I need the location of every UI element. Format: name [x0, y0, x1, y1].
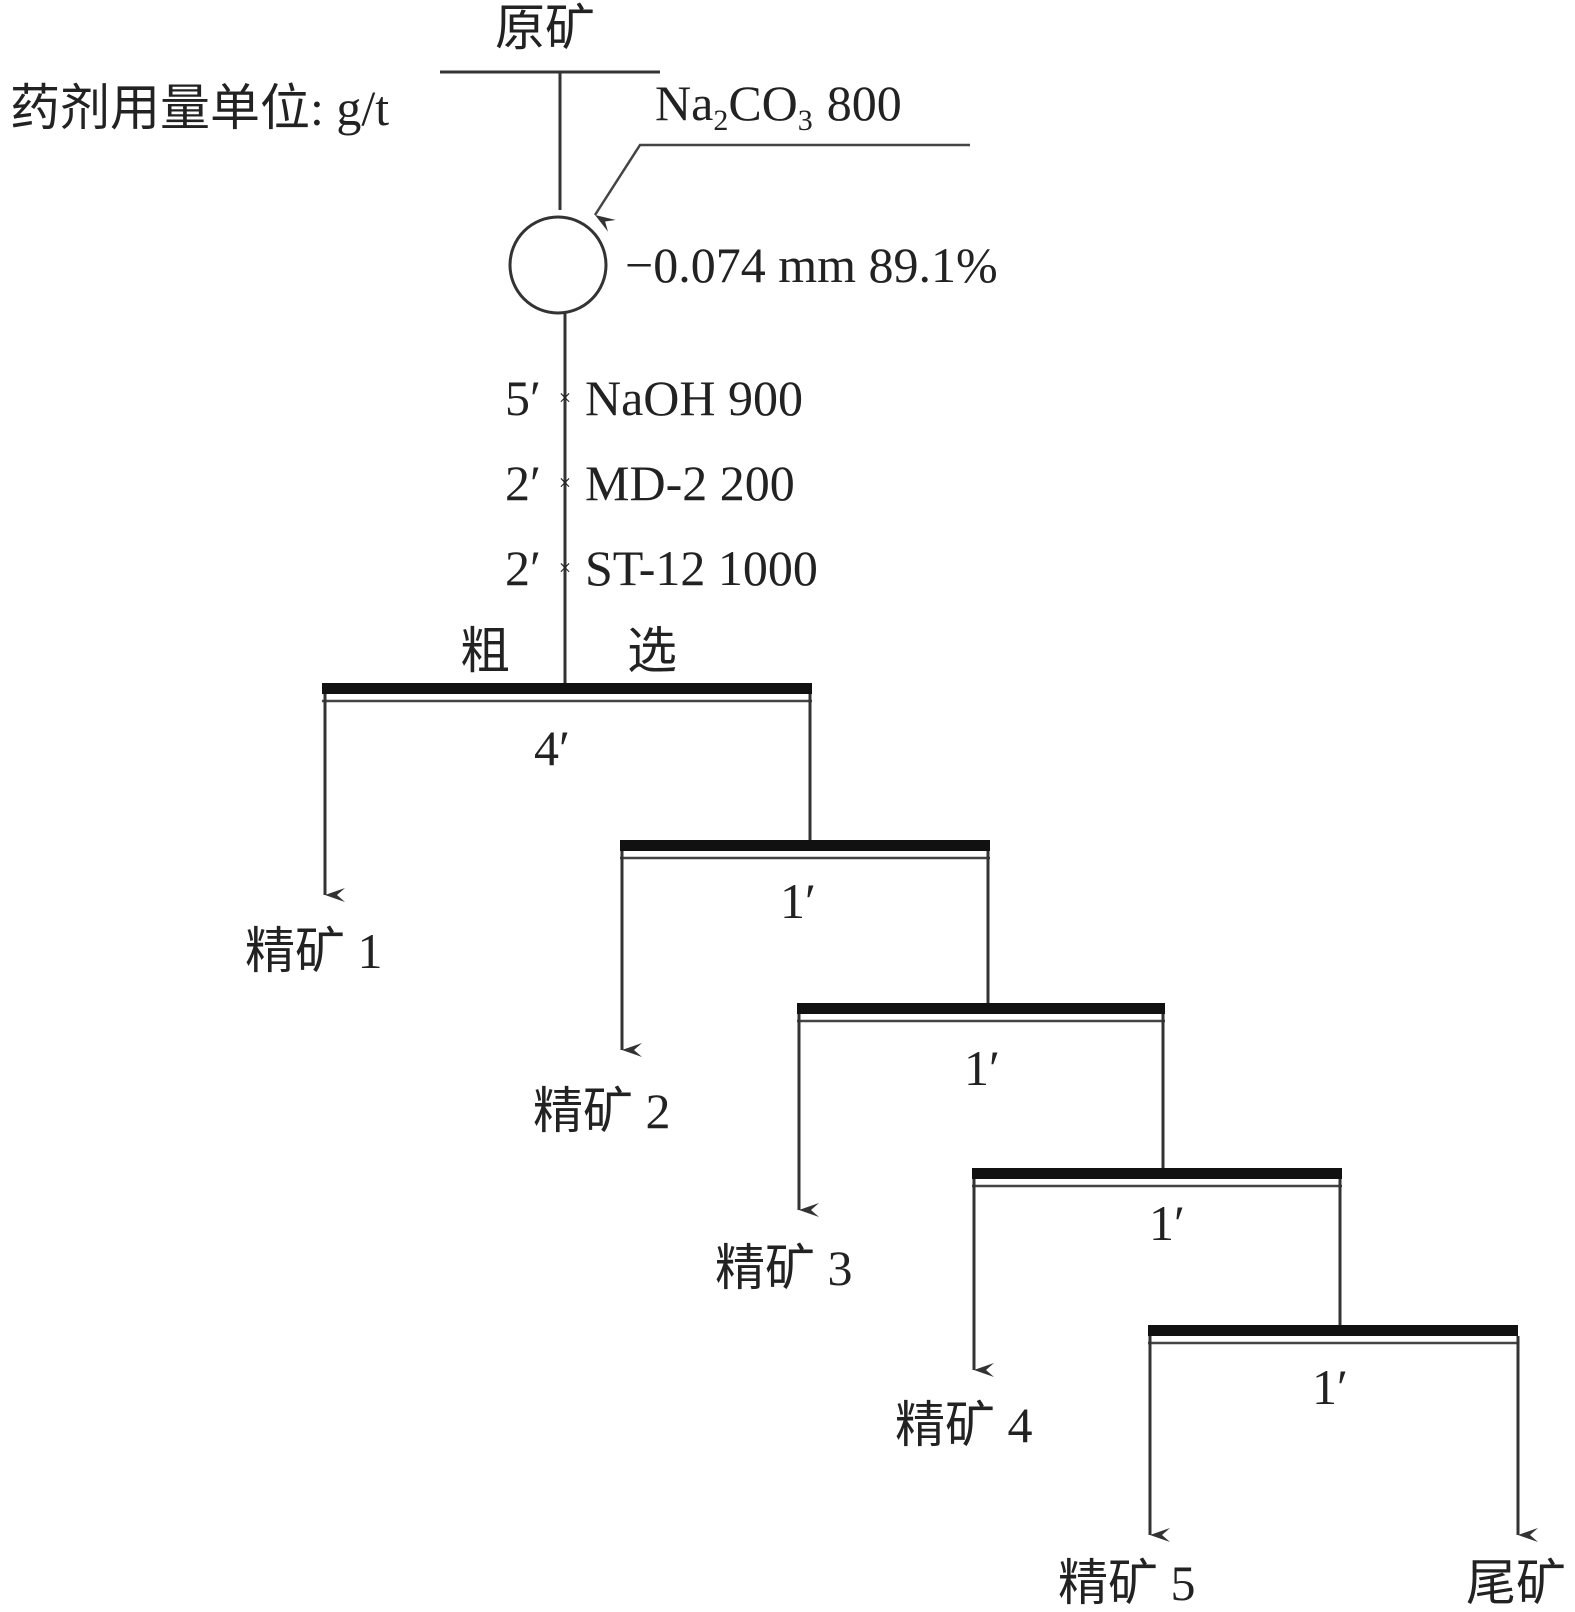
stage-3-time: 1′: [1149, 1195, 1185, 1251]
na2co3-label: Na2CO3 800: [655, 75, 902, 137]
stage-2-cell: [797, 1003, 1165, 1014]
rougher-time: 4′: [534, 720, 570, 776]
concentrate-3-label: 精矿 3: [715, 1240, 853, 1296]
stage-1-cell: [620, 840, 990, 851]
reagent-name-3: ST-12 1000: [585, 540, 818, 596]
stage-1-time: 1′: [780, 873, 816, 929]
na2co3-sub2: 2: [713, 104, 728, 137]
addition-mark-3: ×: [559, 555, 571, 580]
addition-mark-1: ×: [559, 385, 571, 410]
concentrate-5-label: 精矿 5: [1058, 1555, 1196, 1611]
concentrate-1-label: 精矿 1: [245, 923, 383, 979]
reagent-name-2: MD-2 200: [585, 455, 795, 511]
concentrate-2-label: 精矿 2: [533, 1083, 671, 1139]
rougher-label-right: 选: [627, 623, 677, 679]
na2co3-arrow: [593, 143, 970, 232]
na2co3-co: CO: [728, 75, 797, 131]
reagent-time-3: 2′: [505, 540, 541, 596]
reagent-name-1: NaOH 900: [585, 370, 803, 426]
concentrate-4-label: 精矿 4: [895, 1397, 1033, 1453]
stage-4-time: 1′: [1312, 1359, 1348, 1415]
stage-3-cell: [972, 1168, 1342, 1179]
reagent-time-1: 5′: [505, 370, 541, 426]
reagent-time-2: 2′: [505, 455, 541, 511]
na2co3-dose: 800: [827, 75, 902, 131]
na2co3-sub3: 3: [798, 104, 813, 137]
rougher-cell: [322, 683, 812, 694]
tailings-label: 尾矿: [1466, 1555, 1566, 1611]
rougher-label-left: 粗: [460, 623, 510, 679]
grinding-mill: [508, 215, 608, 315]
dosage-unit-label: 药剂用量单位: g/t: [10, 80, 389, 136]
feed-label: 原矿: [495, 0, 595, 56]
addition-mark-2: ×: [559, 470, 571, 495]
stage-2-time: 1′: [964, 1040, 1000, 1096]
fineness-label: −0.074 mm 89.1%: [625, 237, 998, 293]
stage-4-cell: [1148, 1325, 1518, 1336]
na2co3-na: Na: [655, 75, 713, 131]
